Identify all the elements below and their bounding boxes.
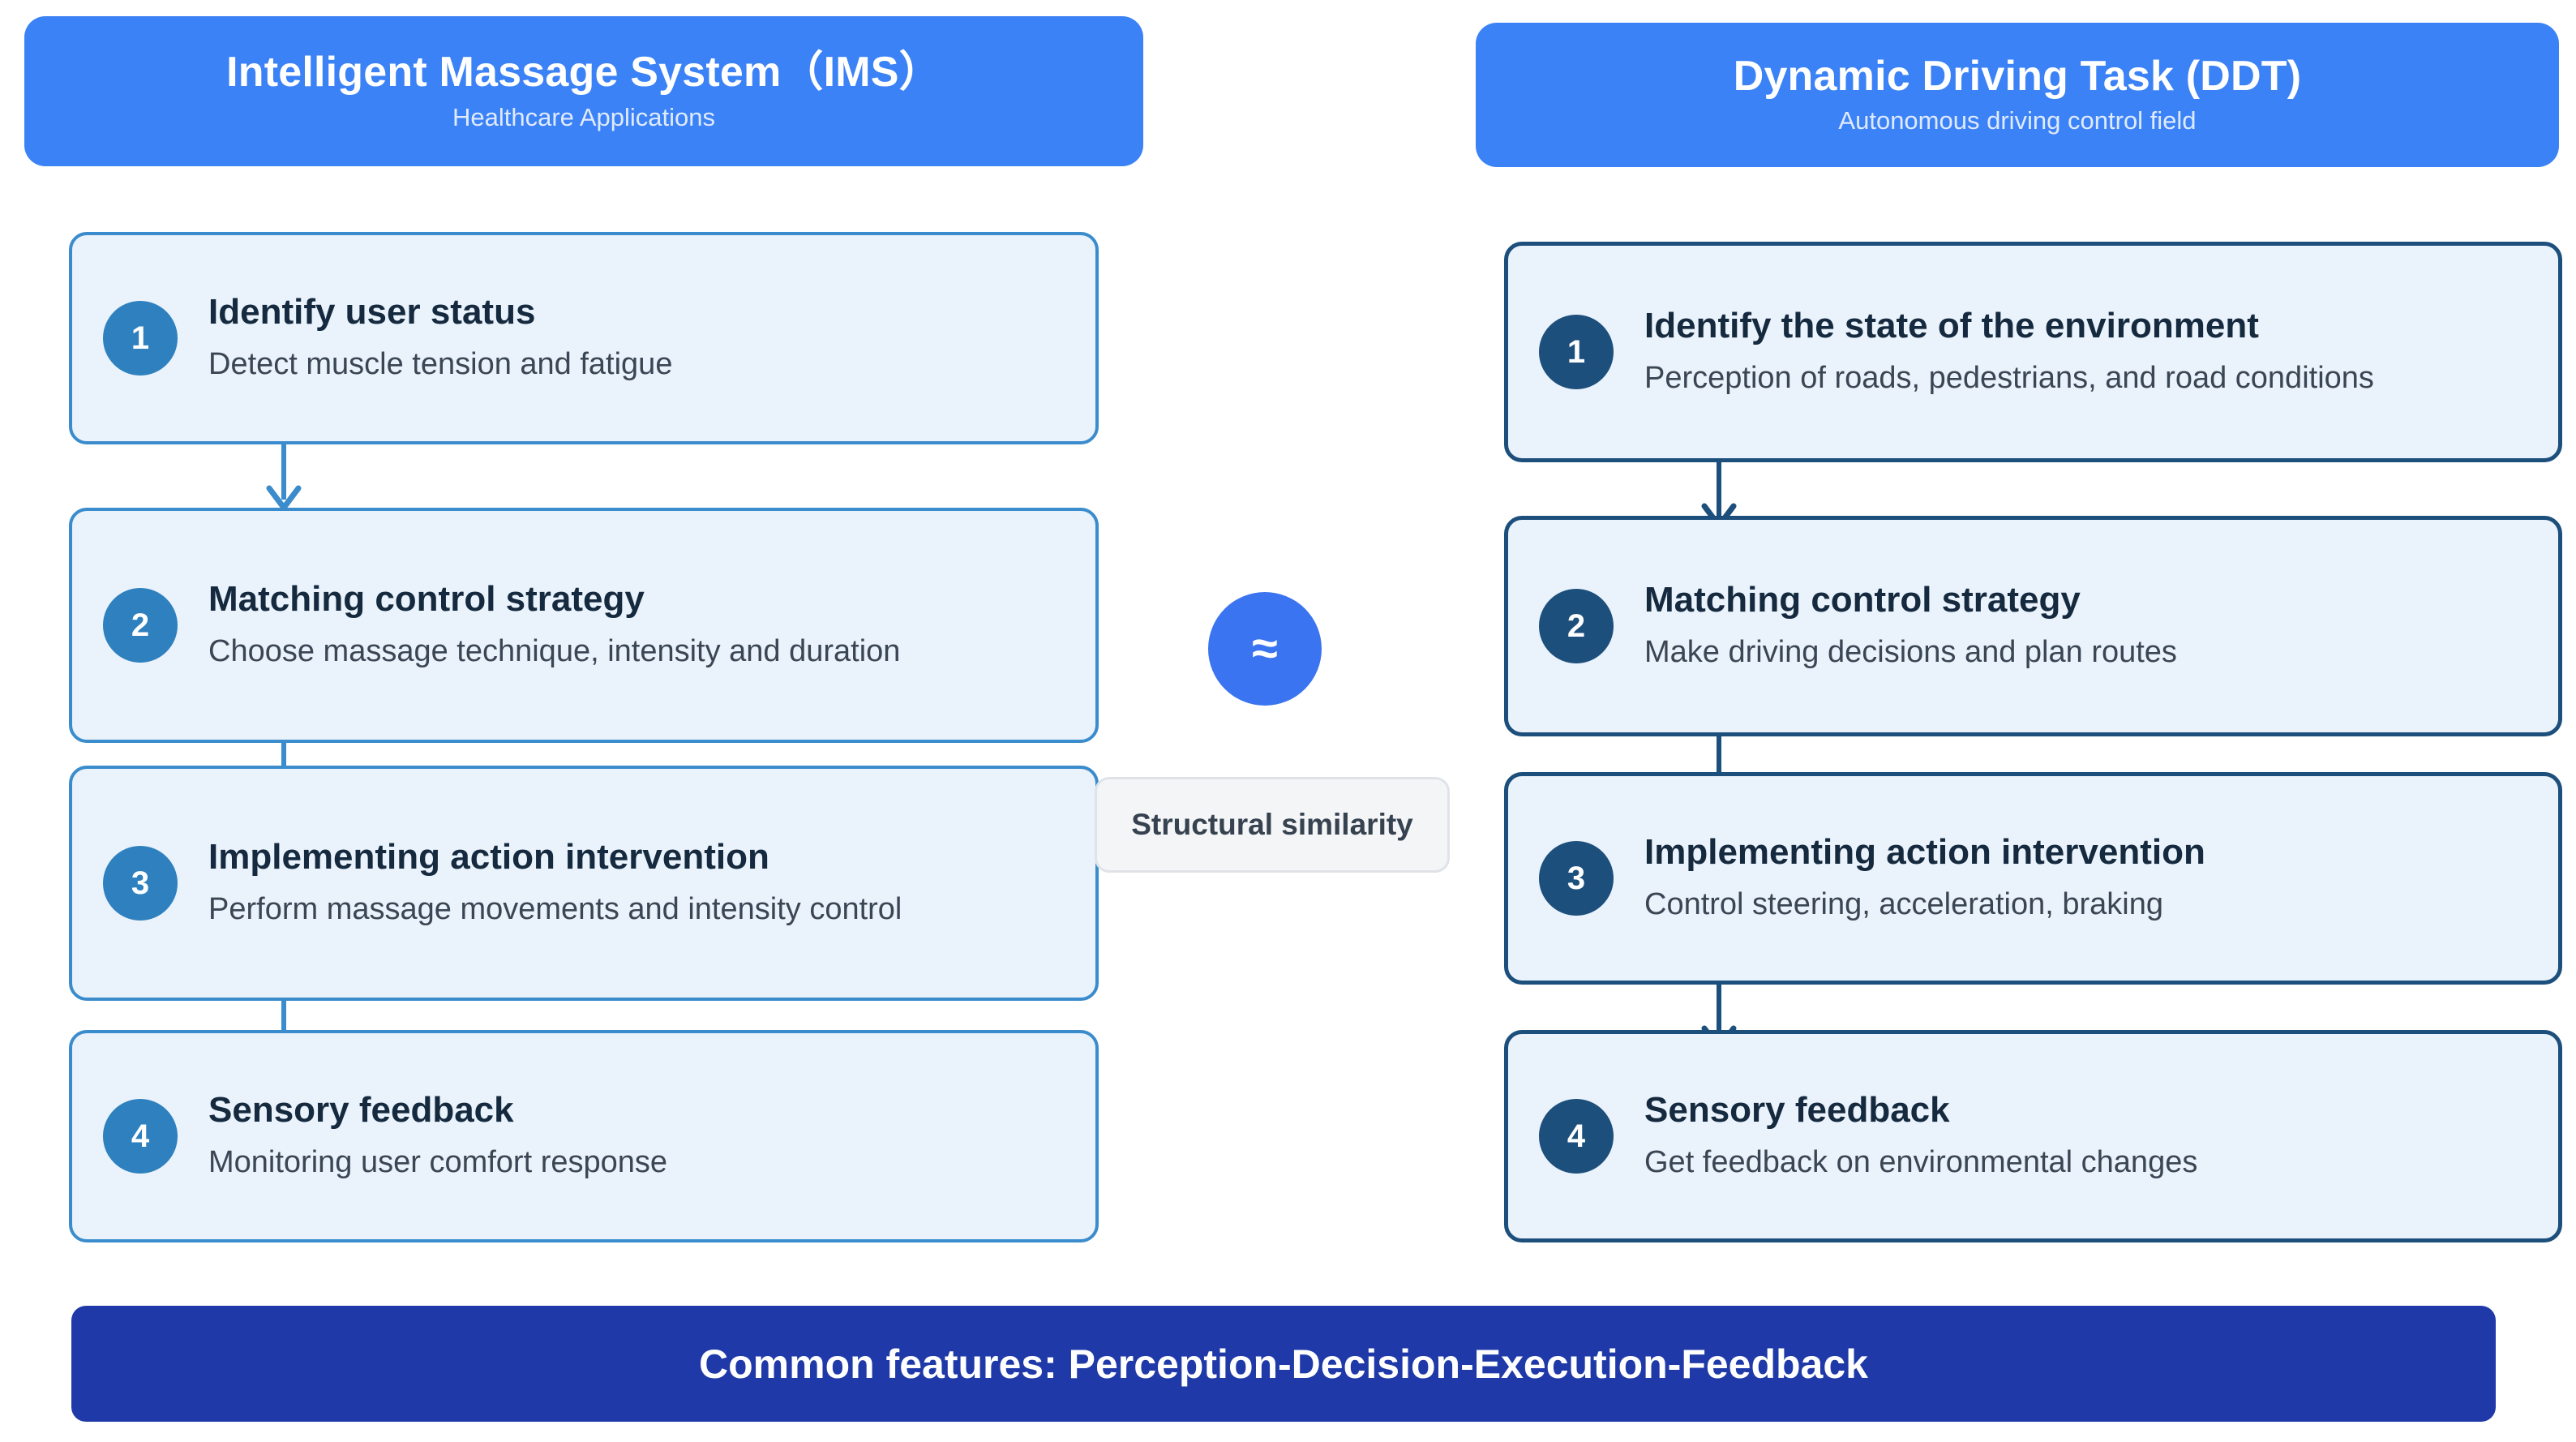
step-number-badge: 3: [1539, 841, 1614, 916]
step-title: Matching control strategy: [1644, 579, 2081, 620]
column-subtitle-ddt: Autonomous driving control field: [1838, 106, 2197, 135]
column-title-ims: Intelligent Massage System（IMS）: [226, 49, 941, 97]
flow-arrow-left-1-2: [266, 444, 302, 511]
step-description: Control steering, acceleration, braking: [1644, 886, 2164, 921]
step-title: Identify user status: [208, 291, 536, 332]
step-number-badge: 2: [1539, 589, 1614, 663]
step-card-right-4: 4 Sensory feedback Get feedback on envir…: [1504, 1030, 2562, 1242]
step-card-left-1: 1 Identify user status Detect muscle ten…: [69, 232, 1099, 444]
step-title: Sensory feedback: [1644, 1089, 1950, 1130]
step-number-badge: 4: [1539, 1099, 1614, 1174]
step-number-badge: 3: [103, 846, 178, 921]
step-description: Monitoring user comfort response: [208, 1144, 668, 1179]
step-card-right-1: 1 Identify the state of the environment …: [1504, 242, 2562, 462]
approximately-equal-icon: ≈: [1208, 592, 1322, 706]
step-title: Matching control strategy: [208, 578, 645, 619]
step-description: Detect muscle tension and fatigue: [208, 346, 673, 381]
step-number-badge: 4: [103, 1099, 178, 1174]
common-features-banner: Common features: Perception-Decision-Exe…: [71, 1306, 2496, 1422]
step-title: Implementing action intervention: [208, 836, 769, 877]
step-title: Identify the state of the environment: [1644, 305, 2259, 345]
structural-similarity-label: Structural similarity: [1095, 777, 1450, 873]
column-header-ims: Intelligent Massage System（IMS） Healthca…: [24, 16, 1143, 166]
step-description: Perception of roads, pedestrians, and ro…: [1644, 360, 2374, 395]
step-card-left-3: 3 Implementing action intervention Perfo…: [69, 766, 1099, 1001]
step-description: Perform massage movements and intensity …: [208, 891, 902, 926]
step-card-left-2: 2 Matching control strategy Choose massa…: [69, 508, 1099, 743]
step-title: Implementing action intervention: [1644, 831, 2205, 872]
step-description: Choose massage technique, intensity and …: [208, 633, 901, 668]
step-card-left-4: 4 Sensory feedback Monitoring user comfo…: [69, 1030, 1099, 1242]
step-number-badge: 2: [103, 588, 178, 663]
step-card-right-3: 3 Implementing action intervention Contr…: [1504, 772, 2562, 985]
column-subtitle-ims: Healthcare Applications: [452, 102, 715, 131]
step-number-badge: 1: [1539, 315, 1614, 389]
step-number-badge: 1: [103, 301, 178, 376]
column-header-ddt: Dynamic Driving Task (DDT) Autonomous dr…: [1476, 23, 2559, 167]
step-card-right-2: 2 Matching control strategy Make driving…: [1504, 516, 2562, 736]
step-description: Get feedback on environmental changes: [1644, 1144, 2198, 1179]
step-title: Sensory feedback: [208, 1089, 514, 1130]
step-description: Make driving decisions and plan routes: [1644, 634, 2177, 669]
column-title-ddt: Dynamic Driving Task (DDT): [1733, 52, 2302, 100]
